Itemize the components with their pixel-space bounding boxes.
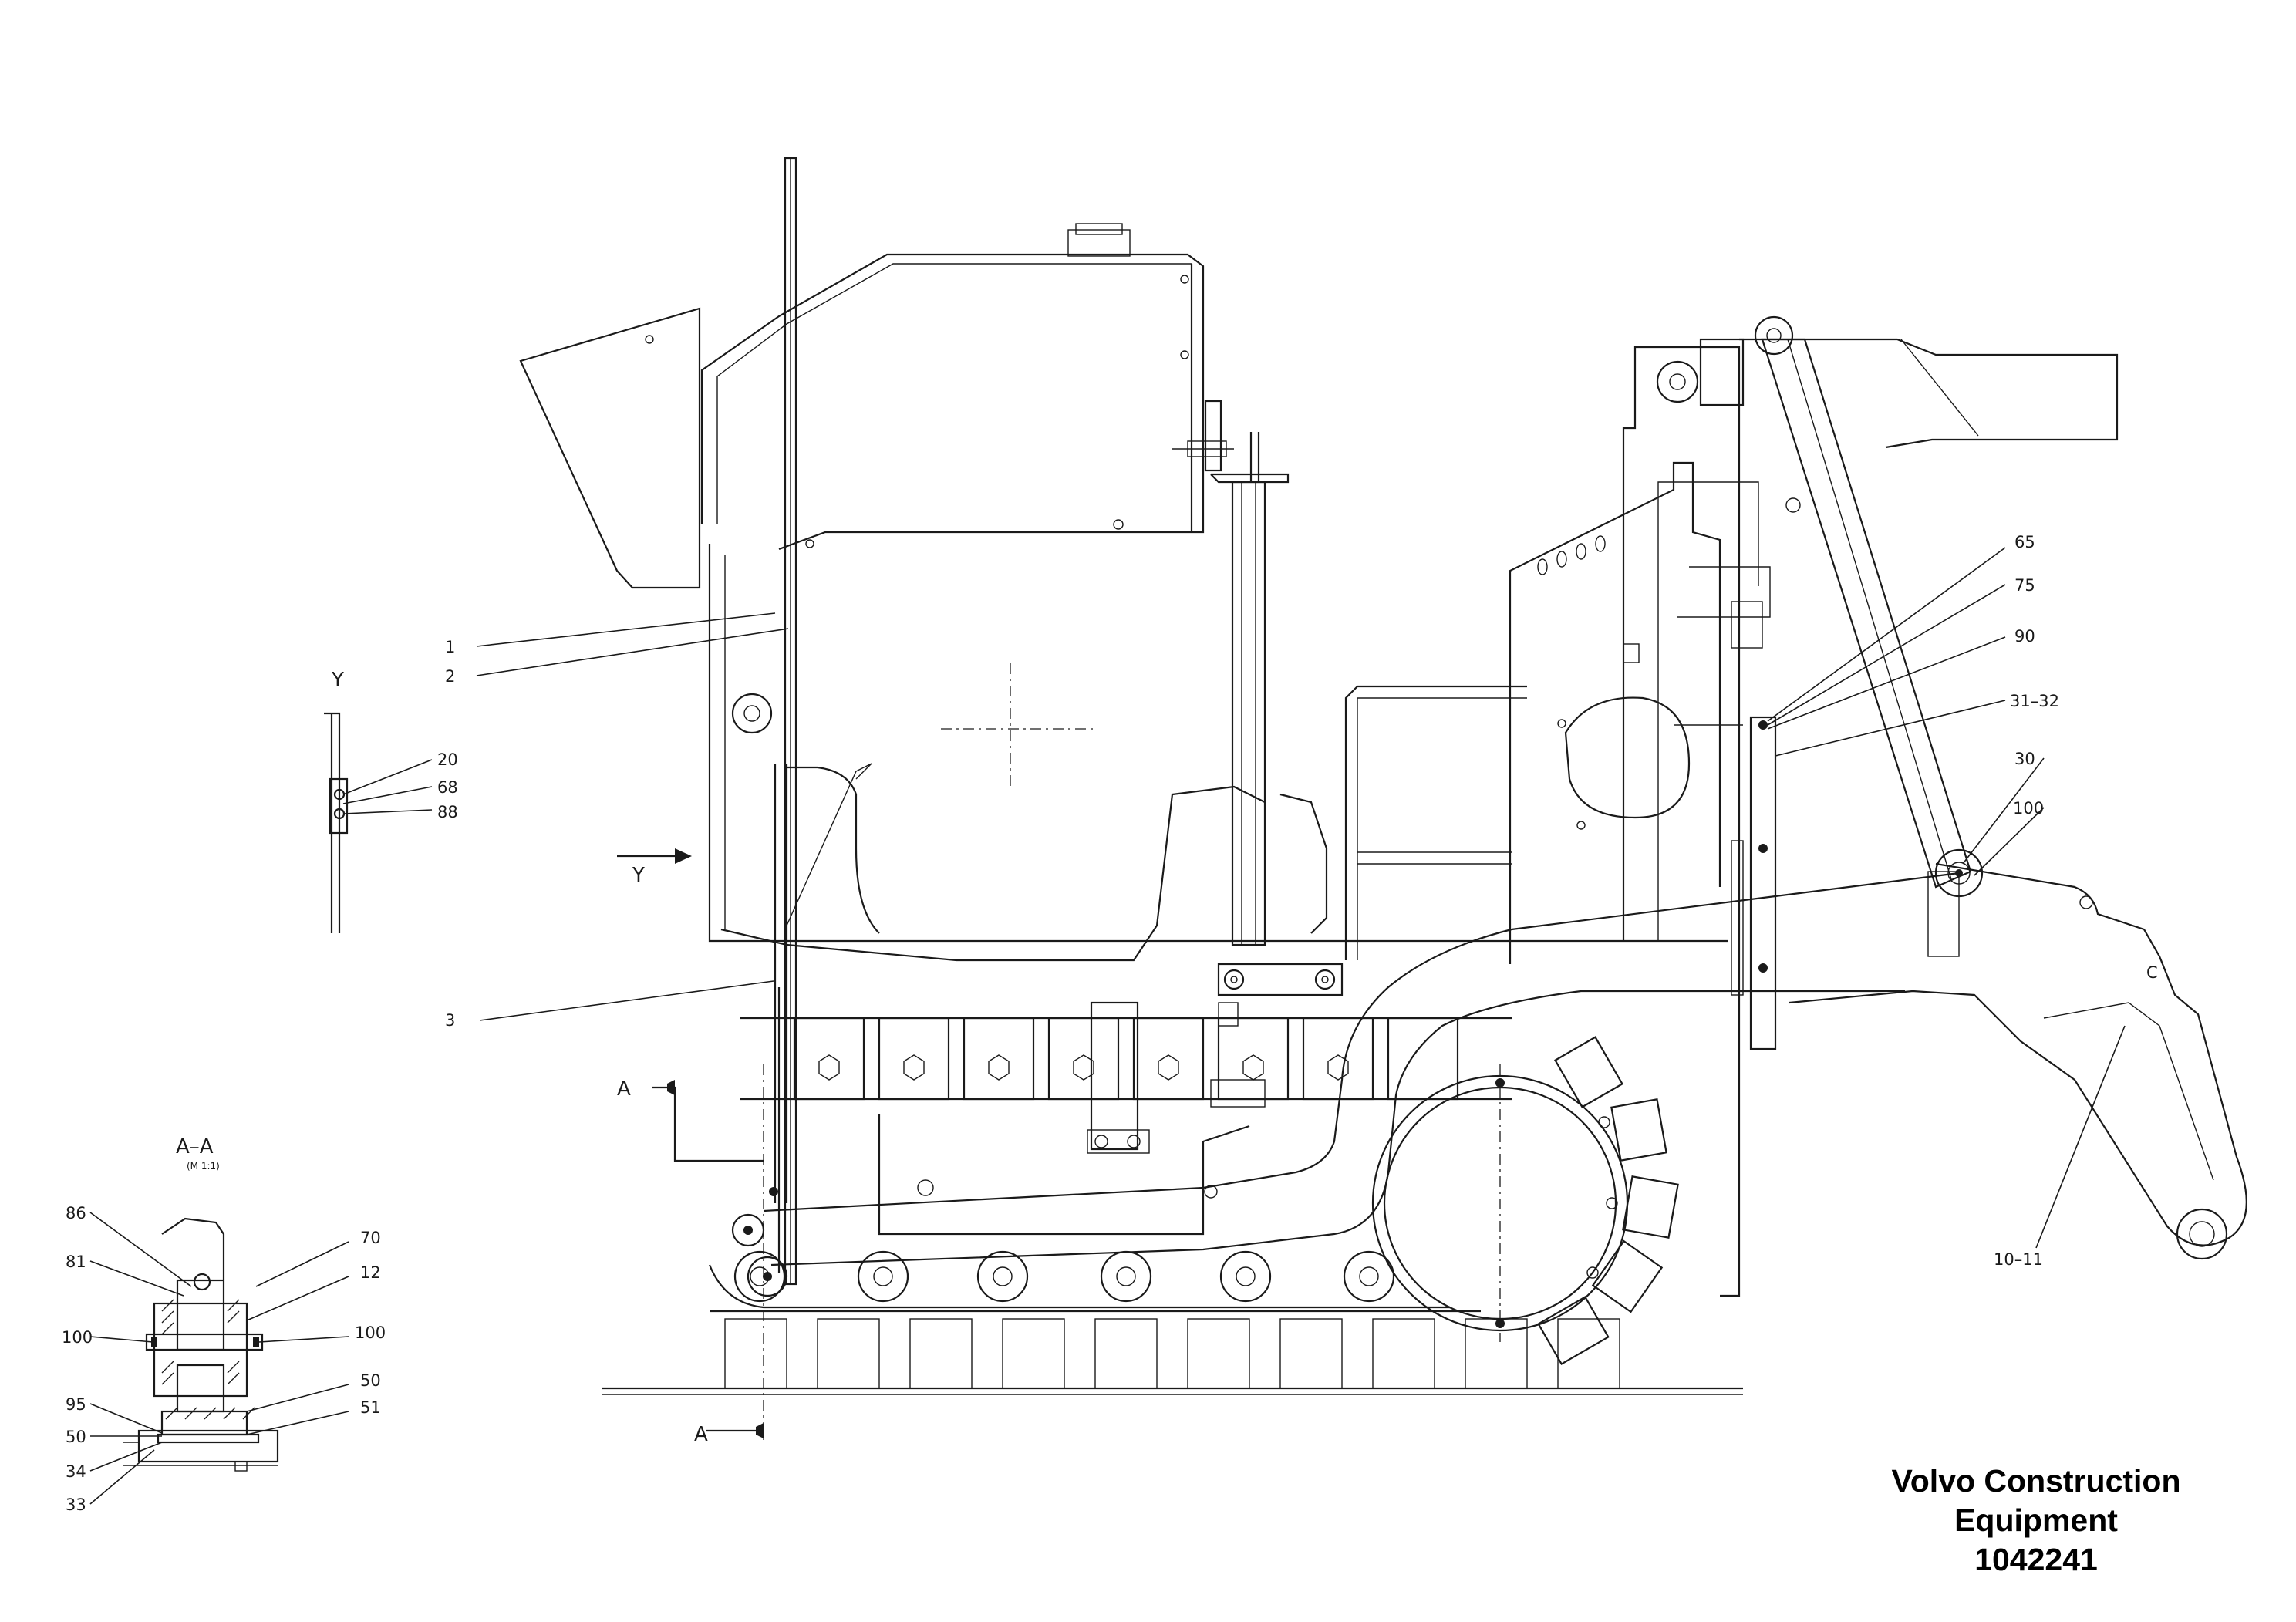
callout-20: 20	[437, 750, 458, 769]
upper-tower	[1622, 315, 2119, 1297]
section-aa-scale: (M 1:1)	[187, 1161, 220, 1172]
brand-line-2: Equipment	[1954, 1502, 2118, 1538]
track-frame	[777, 963, 1344, 1273]
mount-bracket	[1172, 400, 1234, 472]
callout-10-11: 10–11	[1994, 1250, 2043, 1269]
callout-51: 51	[360, 1398, 381, 1417]
engine-housing	[1344, 685, 1527, 960]
callouts: 1 2 3 20 68 88 65 75 90 31–32 30 100 10–…	[62, 533, 2158, 1514]
callout-100-main: 100	[2013, 799, 2044, 818]
view-y-title: Y	[331, 669, 344, 692]
callout-68: 68	[437, 778, 458, 797]
callout-95: 95	[66, 1395, 86, 1414]
part-number: 1042241	[1974, 1542, 2098, 1577]
callout-2: 2	[445, 667, 455, 686]
callout-31-32: 31–32	[2010, 692, 2059, 710]
tower-plate	[1509, 461, 1721, 964]
callout-75: 75	[2014, 576, 2035, 595]
callout-65: 65	[2014, 533, 2035, 551]
vertical-plate	[784, 157, 797, 1286]
view-y-arrow-label: Y	[632, 864, 645, 887]
callout-90: 90	[2014, 627, 2035, 646]
callout-34: 34	[66, 1462, 86, 1481]
detail-view-y	[324, 712, 349, 933]
track-upper	[740, 1017, 1512, 1101]
brand-block: Volvo Construction Equipment 1042241	[1836, 1462, 2237, 1580]
brand-line-1: Volvo Construction	[1891, 1463, 2181, 1499]
callout-100-left: 100	[62, 1328, 93, 1347]
main-body	[708, 544, 1728, 962]
callout-86: 86	[66, 1204, 86, 1222]
callout-33: 33	[66, 1496, 86, 1514]
section-aa-title: A–A	[176, 1135, 214, 1158]
side-rail	[1731, 716, 1777, 1050]
callout-3: 3	[445, 1011, 455, 1030]
c-mark: C	[2146, 963, 2158, 982]
callout-50-left: 50	[66, 1428, 86, 1446]
frame-beam	[763, 872, 1960, 1266]
front-linkage	[731, 693, 788, 1297]
upper-body-frame	[700, 223, 1205, 551]
callout-100-right: 100	[355, 1324, 386, 1342]
leader-lines	[89, 547, 2126, 1505]
hopper-wing	[519, 307, 701, 589]
track-lower	[602, 1250, 1743, 1395]
callout-88: 88	[437, 803, 458, 821]
callout-30: 30	[2014, 750, 2035, 768]
lever-arm	[1789, 862, 2247, 1260]
drive-sprocket	[1371, 1036, 1679, 1365]
section-a-bottom-label: A	[694, 1423, 708, 1446]
section-a-top-label: A	[617, 1077, 631, 1101]
callout-50-right: 50	[360, 1371, 381, 1390]
callout-1: 1	[445, 638, 455, 656]
callout-81: 81	[66, 1253, 86, 1271]
section-cut-a	[652, 1064, 764, 1442]
view-y-arrow	[617, 848, 692, 864]
section-aa-detail	[123, 1217, 279, 1472]
callout-12: 12	[360, 1263, 381, 1282]
support-column	[1210, 432, 1290, 946]
callout-70: 70	[360, 1229, 381, 1247]
